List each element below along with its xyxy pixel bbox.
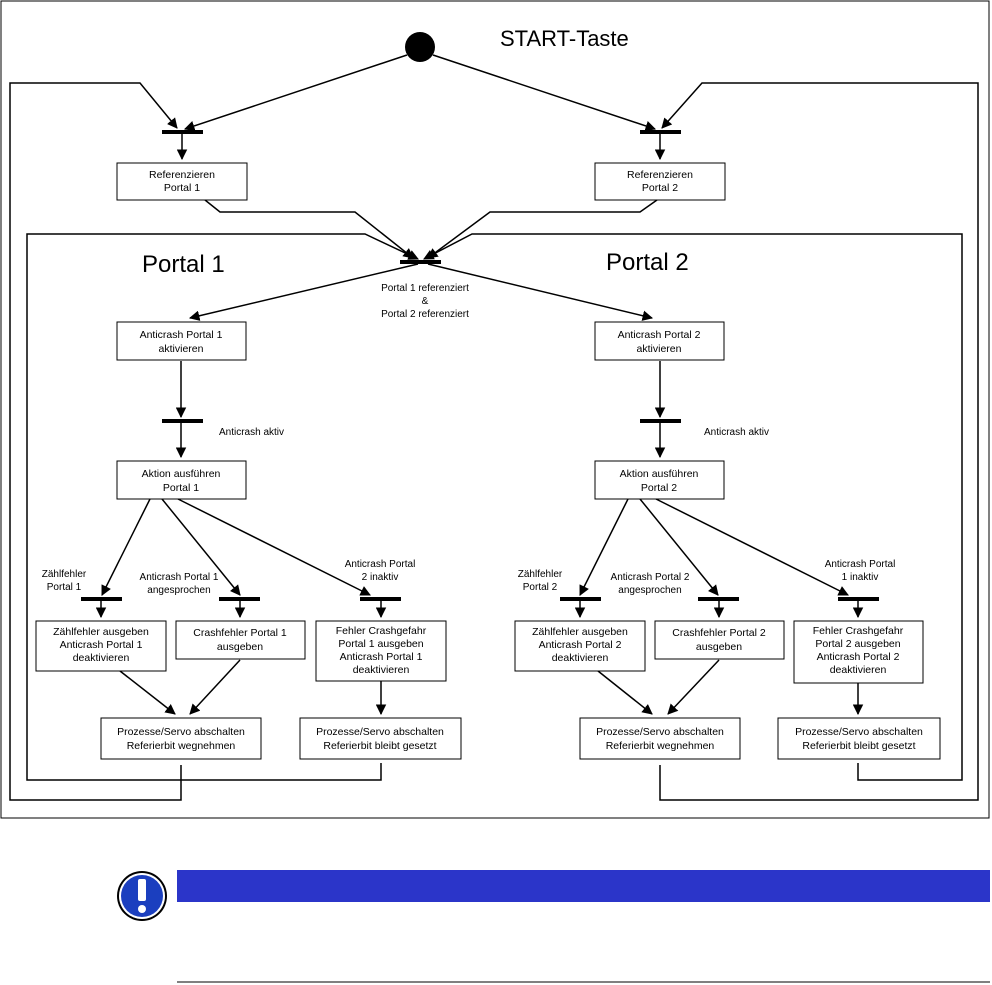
r-fb-4: deaktivieren bbox=[830, 664, 887, 676]
r-zb-3: deaktivieren bbox=[552, 652, 609, 664]
l-anticrash-aktiv: Anticrash aktiv bbox=[219, 427, 284, 438]
r-akt-2: Portal 2 bbox=[641, 482, 677, 494]
l-sb-2: Referierbit wegnehmen bbox=[127, 740, 236, 752]
l-guard-inaktiv-2: 2 inaktiv bbox=[362, 572, 399, 583]
anticrash-portal-2-box bbox=[594, 321, 725, 361]
crashfehler-portal-1-box bbox=[175, 620, 306, 660]
prozesse-abschalten-keep-left-box bbox=[299, 717, 462, 760]
ref1-line2: Portal 1 bbox=[164, 182, 200, 194]
zahlfehler-portal-1-box bbox=[35, 620, 167, 672]
l-skb-1: Prozesse/Servo abschalten bbox=[316, 726, 444, 738]
ref1-line1: Referenzieren bbox=[149, 169, 215, 181]
prozesse-abschalten-keep-right-box bbox=[777, 717, 941, 760]
loop-left-outer bbox=[9, 82, 182, 801]
l-sb-1: Prozesse/Servo abschalten bbox=[117, 726, 245, 738]
r-guard-zahl-2: Portal 2 bbox=[523, 582, 558, 593]
aktion-portal-1-box bbox=[116, 460, 247, 500]
r-fb-1: Fehler Crashgefahr bbox=[813, 625, 904, 637]
l-zb-2: Anticrash Portal 1 bbox=[60, 639, 143, 651]
referenzieren-portal-2-box bbox=[594, 162, 726, 201]
l-zb-3: deaktivieren bbox=[73, 652, 130, 664]
notice-header-bar bbox=[177, 870, 990, 902]
loop-right-inner bbox=[423, 233, 963, 781]
l-cb-1: Crashfehler Portal 1 bbox=[193, 627, 287, 639]
crashfehler-portal-2-box bbox=[654, 620, 785, 660]
l-zb-1: Zählfehler ausgeben bbox=[53, 626, 149, 638]
prozesse-abschalten-right-box bbox=[579, 717, 741, 760]
sync-label-1: Portal 1 referenziert bbox=[381, 283, 469, 294]
referenzieren-portal-1-box bbox=[116, 162, 248, 201]
r-anti-1: Anticrash Portal 2 bbox=[618, 329, 701, 341]
r-fb-3: Anticrash Portal 2 bbox=[817, 651, 900, 663]
l-fb-1: Fehler Crashgefahr bbox=[336, 625, 427, 637]
l-fb-3: Anticrash Portal 1 bbox=[340, 651, 423, 663]
aktion-portal-2-box bbox=[594, 460, 725, 500]
r-guard-zahl-1: Zählfehler bbox=[518, 569, 563, 580]
ref2-line1: Referenzieren bbox=[627, 169, 693, 181]
l-anti-2: aktivieren bbox=[159, 343, 204, 355]
sync-label-2: & bbox=[422, 296, 429, 307]
l-guard-zahl-2: Portal 1 bbox=[47, 582, 82, 593]
exclamation-icon bbox=[117, 871, 167, 921]
prozesse-abschalten-left-box bbox=[100, 717, 262, 760]
l-cb-2: ausgeben bbox=[217, 641, 263, 653]
r-sb-1: Prozesse/Servo abschalten bbox=[596, 726, 724, 738]
r-fb-2: Portal 2 ausgeben bbox=[815, 638, 900, 650]
loop-left-inner bbox=[26, 233, 419, 781]
r-guard-inaktiv-1: Anticrash Portal bbox=[825, 559, 896, 570]
l-guard-inaktiv-1: Anticrash Portal bbox=[345, 559, 416, 570]
sync-label-3: Portal 2 referenziert bbox=[381, 309, 469, 320]
l-fb-4: deaktivieren bbox=[353, 664, 410, 676]
r-zb-2: Anticrash Portal 2 bbox=[539, 639, 622, 651]
anticrash-portal-1-box bbox=[116, 321, 247, 361]
fehler-crashgefahr-portal-2-box bbox=[793, 620, 924, 684]
r-zb-1: Zählfehler ausgeben bbox=[532, 626, 628, 638]
r-guard-crash-2: angesprochen bbox=[618, 585, 681, 596]
loop-right-outer bbox=[659, 82, 979, 801]
diagram-frame bbox=[0, 0, 990, 819]
r-cb-1: Crashfehler Portal 2 bbox=[672, 627, 766, 639]
l-anti-1: Anticrash Portal 1 bbox=[140, 329, 223, 341]
l-fb-2: Portal 1 ausgeben bbox=[338, 638, 423, 650]
portal-1-heading: Portal 1 bbox=[142, 251, 225, 278]
r-anti-2: aktivieren bbox=[637, 343, 682, 355]
ref2-line2: Portal 2 bbox=[642, 182, 678, 194]
l-skb-2: Referierbit bleibt gesetzt bbox=[323, 740, 436, 752]
l-guard-crash-1: Anticrash Portal 1 bbox=[140, 572, 219, 583]
portal-2-heading: Portal 2 bbox=[606, 249, 689, 276]
start-node bbox=[405, 32, 435, 62]
start-title: START-Taste bbox=[500, 26, 629, 51]
l-akt-1: Aktion ausführen bbox=[142, 468, 221, 480]
l-guard-crash-2: angesprochen bbox=[147, 585, 210, 596]
l-akt-2: Portal 1 bbox=[163, 482, 199, 494]
fehler-crashgefahr-portal-1-box bbox=[315, 620, 447, 682]
r-skb-1: Prozesse/Servo abschalten bbox=[795, 726, 923, 738]
r-cb-2: ausgeben bbox=[696, 641, 742, 653]
r-sb-2: Referierbit wegnehmen bbox=[606, 740, 715, 752]
r-skb-2: Referierbit bleibt gesetzt bbox=[802, 740, 915, 752]
r-guard-inaktiv-2: 1 inaktiv bbox=[842, 572, 879, 583]
zahlfehler-portal-2-box bbox=[514, 620, 646, 672]
r-akt-1: Aktion ausführen bbox=[620, 468, 699, 480]
r-anticrash-aktiv: Anticrash aktiv bbox=[704, 427, 769, 438]
r-guard-crash-1: Anticrash Portal 2 bbox=[611, 572, 690, 583]
l-guard-zahl-1: Zählfehler bbox=[42, 569, 87, 580]
